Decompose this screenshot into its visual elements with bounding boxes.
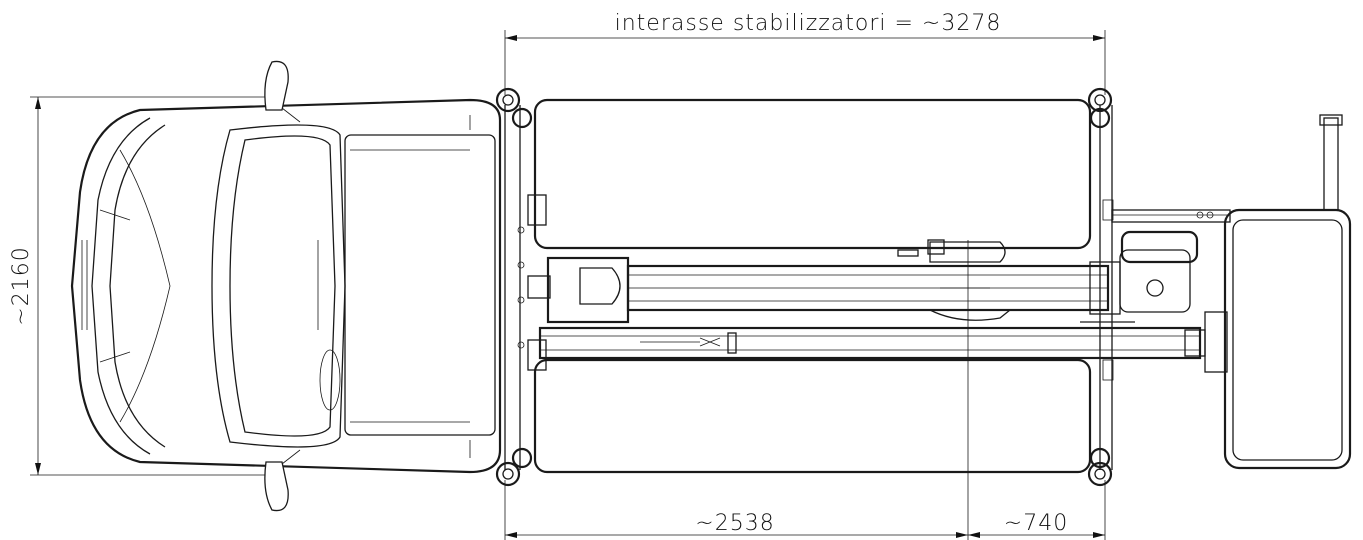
- stabilizer-rear-right: [1087, 461, 1113, 487]
- lower-box: [533, 358, 1092, 474]
- dimension-rear-length: ~2538: [504, 480, 968, 540]
- stabilizer-front-right: [495, 461, 521, 487]
- stabilizer-rear-left: [1087, 87, 1113, 113]
- dimension-label-rear-overhang: ~740: [1004, 511, 1068, 536]
- dimension-rear-overhang: ~740: [967, 240, 1106, 540]
- vehicle-bed: [495, 87, 1114, 487]
- right-mirror: [264, 461, 289, 512]
- rear-extension: [1111, 209, 1231, 373]
- basket-control-post: [1323, 117, 1339, 211]
- dimension-width: ~2160: [9, 96, 270, 476]
- dimension-label-stabilizer-wheelbase: interasse stabilizzatori = ~3278: [615, 11, 1002, 36]
- stabilizer-front-left: [495, 87, 521, 113]
- vehicle-cab: [70, 60, 502, 512]
- upper-box: [533, 98, 1092, 250]
- dimension-label-width: ~2160: [9, 246, 34, 325]
- aerial-boom: [527, 230, 1206, 360]
- work-basket: [1223, 114, 1352, 470]
- lower-arm: [538, 326, 1202, 360]
- dimension-stabilizer-wheelbase: interasse stabilizzatori = ~3278: [504, 11, 1106, 95]
- dimension-label-rear-length: ~2538: [695, 511, 774, 536]
- left-mirror: [264, 60, 289, 111]
